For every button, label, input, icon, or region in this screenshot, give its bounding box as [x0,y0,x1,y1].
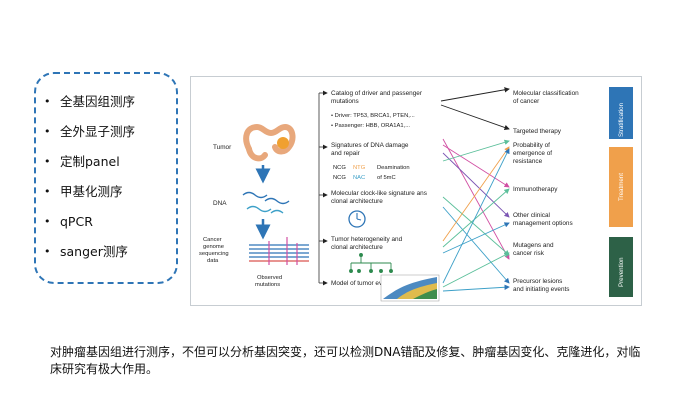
label-5mc: of 5mC [377,175,396,181]
label-heterogeneity: Tumor heterogeneity and [331,236,403,243]
label-dna: DNA [213,200,227,207]
label-ncg-2: NCG [333,175,346,181]
label-tumor: Tumor [213,144,232,151]
label-signatures-2: and repair [331,150,361,157]
label-passenger: • Passenger: HBB, ORA1A1,... [331,123,410,129]
label-heterogeneity-2: clonal architecture [331,244,383,251]
caption-text: 对肿瘤基因组进行测序，不但可以分析基因突变，还可以检测DNA错配及修复、肿瘤基因… [50,345,641,376]
colon-illustration [243,123,296,162]
label-observed: Observed [257,275,282,281]
label-immuno: Immunotherapy [513,186,558,193]
label-mol-class-2: of cancer [513,98,540,105]
label-prob: Probability of [513,142,550,149]
svg-text:Treatment: Treatment [618,173,625,201]
tumor-spot [277,137,289,149]
sequencing-reads [249,237,309,265]
label-catalog-2: mutations [331,98,359,105]
evolution-plot-icon [380,274,440,302]
figure-canvas: Tumor DNA Cancer genome sequencing data … [199,87,633,302]
label-mol-class: Molecular classification [513,90,579,97]
cancer-genome-figure: Tumor DNA Cancer genome sequencing data … [190,76,642,306]
label-ntg: NTG [353,165,366,171]
label-deamination: Deamination [377,165,410,171]
label-evolution: Model of tumor evolution [331,280,401,287]
label-genome: genome [203,244,224,250]
stratification-bar: Stratification [609,87,633,139]
label-driver: • Driver: TP53, BRCA1, PTEN,... [331,113,415,119]
label-nac: NAC [353,175,365,181]
label-mutagens-2: cancer risk [513,250,545,257]
dna-strands [242,191,290,214]
label-mutagens: Mutagens and [513,242,554,249]
label-precursor-2: and initiating events [513,286,570,293]
clonal-tree-icon [349,253,393,273]
label-targeted: Targeted therapy [513,128,562,135]
label-prob-2: emergence of [513,150,552,157]
label-clock-2: clonal architecture [331,198,383,205]
label-mutations: mutations [255,282,280,288]
label-ncg: NCG [333,165,346,171]
svg-text:Prevention: Prevention [618,257,625,287]
label-other: Other clinical [513,212,550,219]
label-cancer: Cancer [203,237,222,243]
clock-icon [348,210,366,228]
treatment-bar: Treatment [609,147,633,227]
label-catalog: Catalog of driver and passenger [331,90,423,97]
label-precursor: Precursor lesions [513,278,562,285]
svg-text:Stratification: Stratification [618,102,625,137]
label-prob-3: resistance [513,158,543,165]
label-signatures: Signatures of DNA damage [331,142,409,149]
label-other-2: management options [513,220,573,227]
label-clock: Molecular clock-like signature ans [331,190,427,197]
label-data: data [207,258,219,264]
technology-list: •全基因组测序 •全外显子测序 •定制panel •甲基化测序 •qPCR •s… [34,72,178,284]
prevention-bar: Prevention [609,237,633,297]
label-sequencing: sequencing [199,251,229,257]
flow-arrows [440,87,510,292]
